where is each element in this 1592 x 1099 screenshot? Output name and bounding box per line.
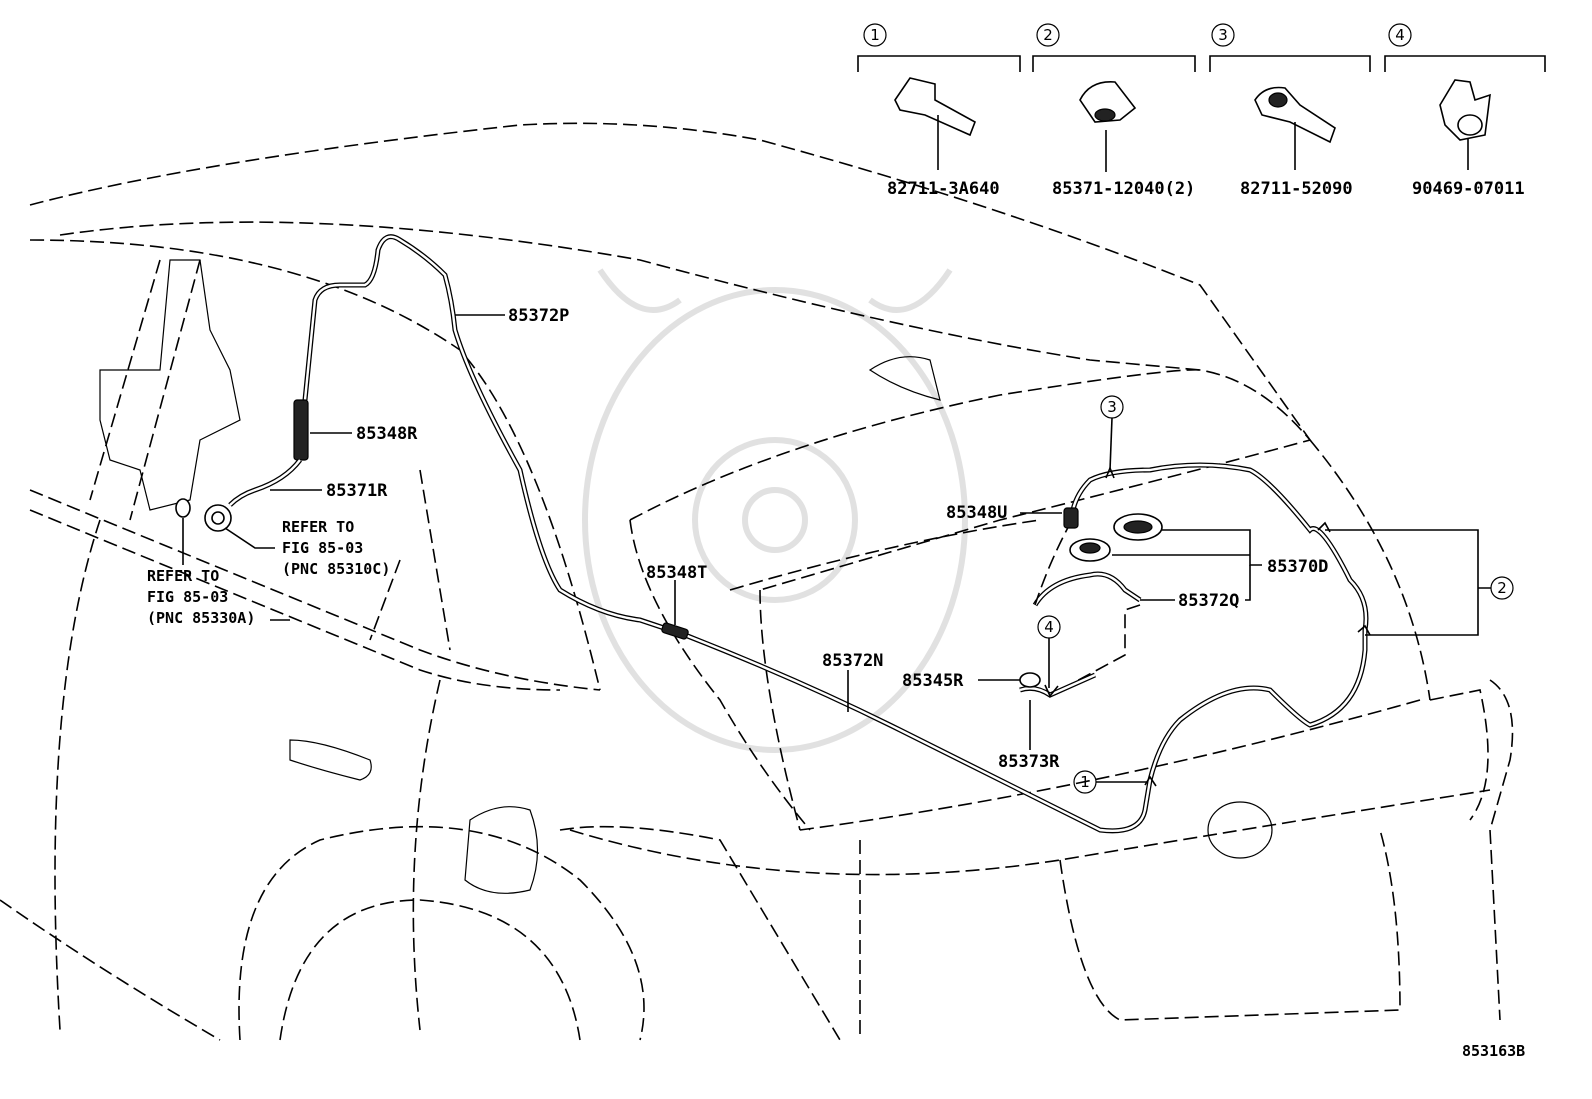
ref-right: REFER TO FIG 85-03 (PNC 85310C) <box>224 518 390 578</box>
part-label-85372P: 85372P <box>508 306 569 326</box>
part-label-85370D: 85370D <box>1267 557 1328 577</box>
washer-pump <box>175 498 232 532</box>
part-label-85372N: 85372N <box>822 651 883 671</box>
label-85372N: 85372N <box>822 651 883 712</box>
part-label-85348R: 85348R <box>356 424 418 444</box>
label-85348U: 85348U <box>946 503 1062 523</box>
washer-hose-85372N <box>684 462 1369 834</box>
callout-number-3: 3 <box>1218 26 1228 44</box>
vehicle-body-outline <box>0 122 1514 1041</box>
svg-text:3: 3 <box>1107 398 1117 416</box>
part-label-85372Q: 85372Q <box>1178 591 1239 611</box>
ref-right-line-1: REFER TO <box>282 518 354 536</box>
part-label-82711-3A640: 82711-3A640 <box>887 179 1000 199</box>
svg-text:4: 4 <box>1044 618 1054 636</box>
joint-85348T <box>661 622 689 640</box>
label-85373R: 85373R <box>998 700 1060 772</box>
callout-number-2: 2 <box>1043 26 1053 44</box>
label-85372P: 85372P <box>455 306 569 326</box>
part-label-90469-07011: 90469-07011 <box>1412 179 1525 199</box>
washer-hose-85372Q <box>1032 519 1142 691</box>
part-label-85371R: 85371R <box>326 481 388 501</box>
callout-2-onbody: 2 <box>1325 529 1514 636</box>
label-85345R: 85345R <box>902 671 1020 691</box>
detail-panel-4: 4 90469-07011 <box>1384 23 1546 199</box>
part-label-85348T: 85348T <box>646 563 707 583</box>
ref-right-line-3: (PNC 85310C) <box>282 560 390 578</box>
label-85348T: 85348T <box>646 563 707 625</box>
part-label-82711-52090: 82711-52090 <box>1240 179 1353 199</box>
callout-1-onbody: 1 <box>1073 770 1148 794</box>
callout-3-onbody: 3 <box>1100 395 1124 471</box>
ref-left-line-1: REFER TO <box>147 567 219 585</box>
label-85370D: 85370D <box>1112 529 1328 577</box>
svg-text:1: 1 <box>1080 773 1090 791</box>
callout-number-1: 1 <box>870 26 880 44</box>
joint-85348U <box>1063 507 1079 529</box>
part-label-85345R: 85345R <box>902 671 964 691</box>
figure-id: 853163B <box>1462 1042 1525 1060</box>
detail-panel-2: 2 85371-12040(2) <box>1032 23 1196 199</box>
callout-4-onbody: 4 <box>1037 615 1061 688</box>
joint-85348R <box>293 399 309 461</box>
detail-panel-3: 3 82711-52090 <box>1209 23 1371 199</box>
label-85372Q: 85372Q <box>1140 565 1251 611</box>
ref-left: REFER TO FIG 85-03 (PNC 85330A) <box>147 518 290 627</box>
washer-hose-85372P <box>302 234 686 638</box>
ref-left-line-2: FIG 85-03 <box>147 588 228 606</box>
svg-text:2: 2 <box>1497 579 1507 597</box>
ref-left-line-3: (PNC 85330A) <box>147 609 255 627</box>
callout-number-4: 4 <box>1395 26 1405 44</box>
check-valve-85345R <box>1019 672 1041 688</box>
label-85348R: 85348R <box>310 424 418 444</box>
part-label-85371-12040: 85371-12040(2) <box>1052 179 1195 199</box>
hose-85371R <box>228 458 302 507</box>
part-label-85348U: 85348U <box>946 503 1007 523</box>
watermark-emblem <box>582 268 968 753</box>
ref-right-line-2: FIG 85-03 <box>282 539 363 557</box>
part-label-85373R: 85373R <box>998 752 1060 772</box>
clip-marks <box>1044 465 1371 787</box>
nozzle-85370D <box>1069 513 1163 562</box>
label-85371R: 85371R <box>270 481 388 501</box>
detail-panel-1: 1 82711-3A640 <box>857 23 1021 199</box>
